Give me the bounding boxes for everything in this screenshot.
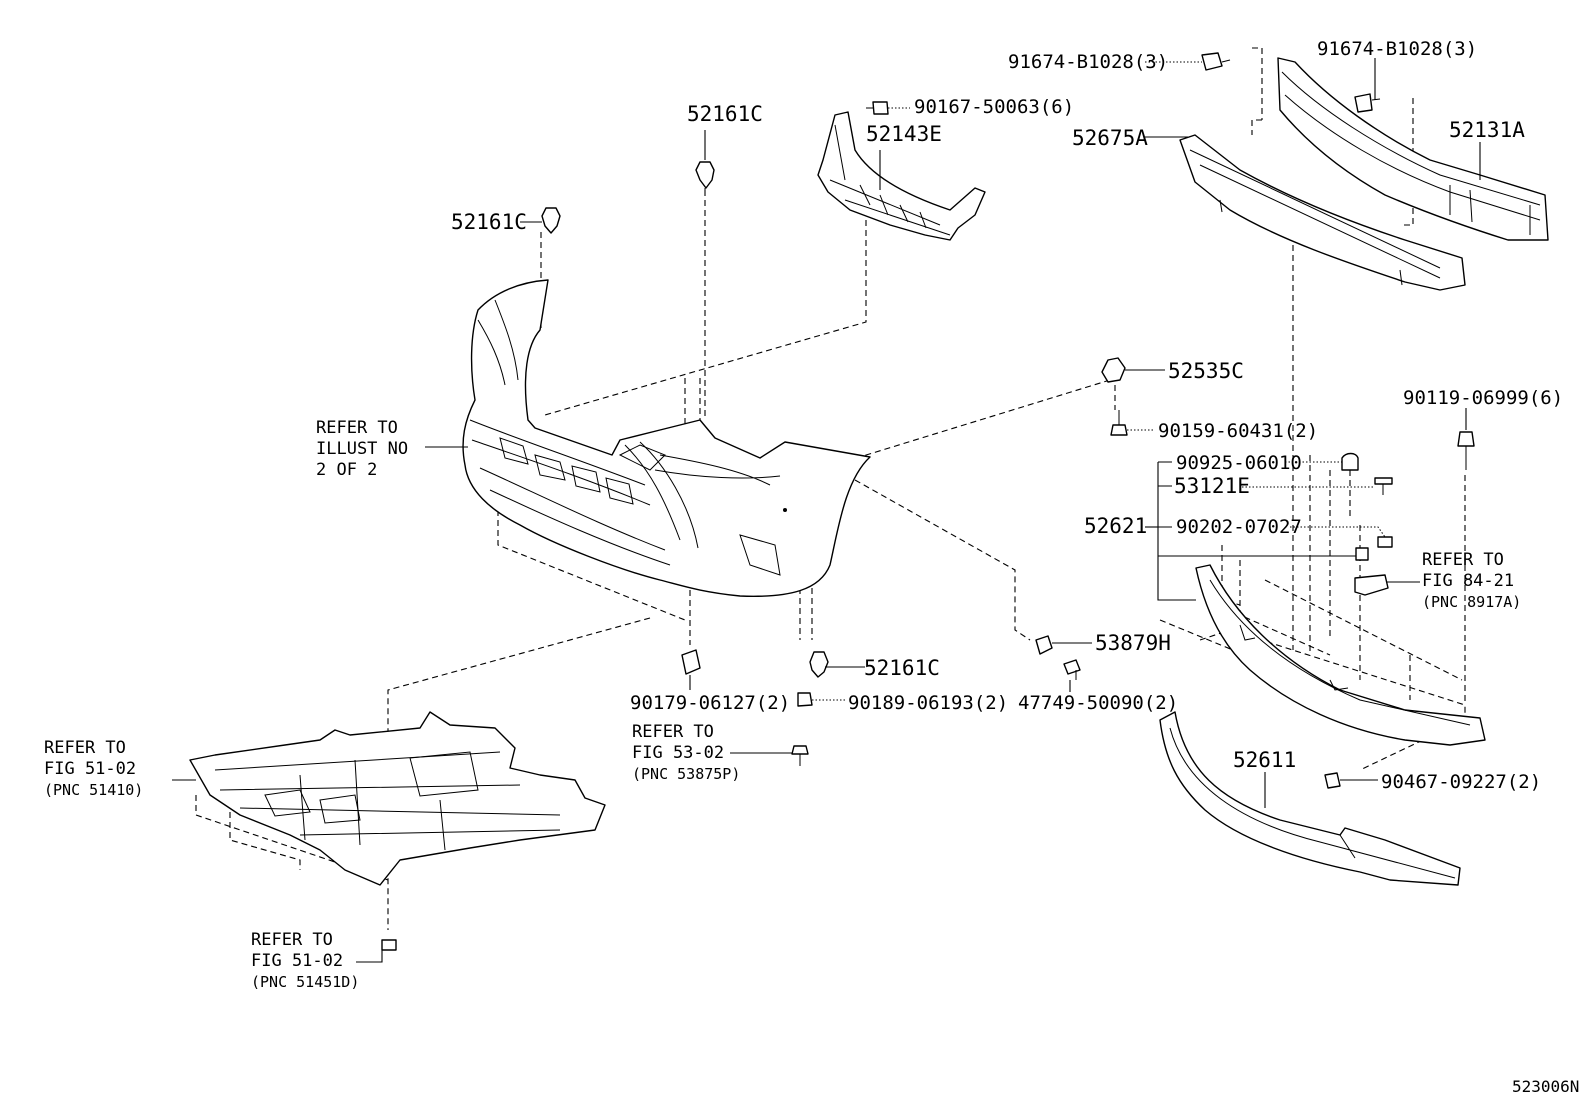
ref-fig53-line1: REFER TO: [632, 722, 714, 742]
leader-lines: [172, 58, 1481, 963]
bumper-reinforcement: [1277, 57, 1549, 241]
front-bumper-cover: [462, 279, 871, 597]
label-90179-06127[interactable]: 90179-06127(2): [630, 692, 791, 714]
ref-fig51a-pnc: (PNC 51410): [44, 781, 144, 799]
ref-illust-line3: 2 OF 2: [316, 460, 378, 480]
ref-fig84-line2: FIG 84-21: [1422, 571, 1515, 591]
fasteners: [381, 52, 1475, 951]
ref-illust-line1: REFER TO: [316, 418, 398, 438]
ref-fig84-pnc: (PNC 8917A): [1422, 593, 1522, 611]
ref-illust-no[interactable]: REFER TO ILLUST NO 2 OF 2: [316, 418, 408, 481]
label-90467-09227[interactable]: 90467-09227(2): [1381, 771, 1542, 793]
label-90202-07027[interactable]: 90202-07027: [1176, 516, 1302, 538]
label-52161c-bottom[interactable]: 52161C: [864, 656, 940, 680]
label-53121e[interactable]: 53121E: [1174, 474, 1250, 498]
label-90189-06193[interactable]: 90189-06193(2): [848, 692, 1009, 714]
ref-fig-51-02-pnc-51410[interactable]: REFER TO FIG 51-02 (PNC 51410): [44, 738, 143, 801]
ref-illust-line2: ILLUST NO: [316, 439, 409, 459]
label-52611[interactable]: 52611: [1233, 748, 1297, 772]
label-53879h[interactable]: 53879H: [1095, 631, 1171, 655]
label-47749-50090[interactable]: 47749-50090(2): [1018, 692, 1179, 714]
front-spoiler: [1159, 711, 1461, 886]
label-90119-06999[interactable]: 90119-06999(6): [1403, 387, 1564, 409]
ref-fig51b-line2: FIG 51-02: [251, 951, 344, 971]
ref-fig51a-line1: REFER TO: [44, 738, 126, 758]
ref-fig-84-21[interactable]: REFER TO FIG 84-21 (PNC 8917A): [1422, 550, 1521, 613]
figure-number: 523006N: [1512, 1077, 1580, 1096]
ref-fig51b-line1: REFER TO: [251, 930, 333, 950]
bumper-retainer-upper: [817, 111, 986, 241]
ref-fig53-line2: FIG 53-02: [632, 743, 725, 763]
bumper-energy-absorber: [1179, 134, 1466, 291]
label-52675a[interactable]: 52675A: [1072, 126, 1148, 150]
label-91674-b1028-left[interactable]: 91674-B1028(3): [1008, 51, 1169, 73]
ref-fig-53-02[interactable]: REFER TO FIG 53-02 (PNC 53875P): [632, 722, 740, 785]
label-91674-b1028-right[interactable]: 91674-B1028(3): [1317, 38, 1478, 60]
label-52161c-left[interactable]: 52161C: [451, 210, 527, 234]
label-90159-60431[interactable]: 90159-60431(2): [1158, 420, 1319, 442]
ref-fig53-pnc: (PNC 53875P): [632, 765, 741, 783]
label-52161c-top[interactable]: 52161C: [687, 102, 763, 126]
lower-absorber: [1195, 564, 1486, 746]
label-52131a[interactable]: 52131A: [1449, 118, 1525, 142]
label-52621[interactable]: 52621: [1084, 514, 1148, 538]
label-52143e[interactable]: 52143E: [866, 122, 942, 146]
ref-fig51b-pnc: (PNC 51451D): [251, 973, 360, 991]
engine-under-cover: [189, 711, 606, 886]
ref-fig-51-02-pnc-51451d[interactable]: REFER TO FIG 51-02 (PNC 51451D): [251, 930, 359, 993]
label-90167-50063[interactable]: 90167-50063(6): [914, 96, 1075, 118]
label-52535c[interactable]: 52535C: [1168, 359, 1244, 383]
label-90925-06010[interactable]: 90925-06010: [1176, 452, 1302, 474]
ref-fig84-line1: REFER TO: [1422, 550, 1504, 570]
ref-fig51a-line2: FIG 51-02: [44, 759, 137, 779]
